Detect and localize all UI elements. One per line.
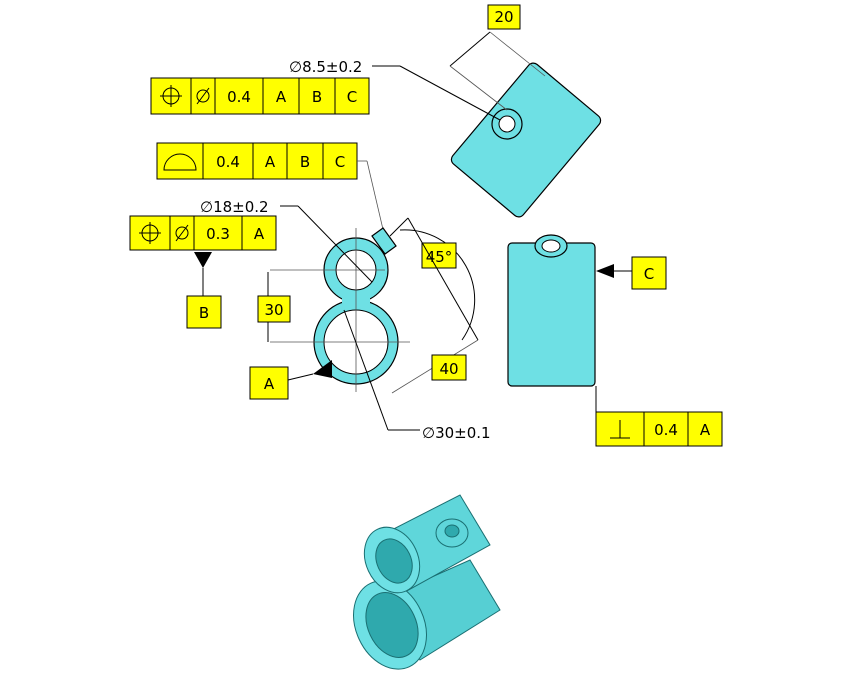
hole-leader: [399, 65, 501, 121]
datum-a-triangle: [313, 360, 332, 378]
dim-40-box: [431, 354, 467, 381]
svg-text:0.4: 0.4: [227, 88, 251, 106]
side-boss: [371, 227, 397, 255]
dim-30-box: [257, 295, 291, 323]
svg-text:A: A: [264, 375, 275, 393]
dim-20-text: 20: [494, 8, 513, 26]
svg-text:40: 40: [439, 360, 458, 378]
rotated-plate: [450, 62, 602, 218]
svg-text:C: C: [347, 88, 357, 106]
diameter-icon: [196, 89, 210, 103]
svg-text:∅18±0.2: ∅18±0.2: [200, 198, 269, 216]
svg-text:C: C: [644, 265, 654, 283]
svg-text:B: B: [199, 304, 209, 322]
side-view: C: [507, 234, 667, 412]
datum-a-box: [249, 366, 289, 400]
datum-c-box: [631, 256, 667, 290]
svg-text:A: A: [254, 225, 265, 243]
dim-hole-text: ∅8.5±0.2: [289, 58, 362, 76]
plate-hole: [498, 115, 516, 133]
datum-b-triangle: [194, 252, 212, 268]
figure-eight-view: 30 ∅18±0.2 45° 40 ∅30±0.1 A: [200, 198, 491, 442]
dim-45-box: [421, 242, 457, 269]
svg-text:45°: 45°: [426, 248, 453, 266]
svg-text:A: A: [276, 88, 287, 106]
fcf-profile: 0.4 A B C: [156, 142, 358, 180]
dim-large-leader: [343, 309, 389, 431]
svg-text:∅30±0.1: ∅30±0.1: [422, 424, 491, 442]
dim-small-leader: [297, 205, 373, 283]
svg-text:B: B: [300, 153, 310, 171]
svg-text:0.3: 0.3: [206, 225, 230, 243]
datum-b-box: [186, 295, 222, 329]
profile-icon: [163, 153, 197, 171]
angle-arc: [399, 229, 476, 341]
fcf-perpendicular: 0.4 A: [595, 411, 723, 447]
dim-20-box: [487, 4, 521, 30]
svg-text:B: B: [312, 88, 322, 106]
svg-text:A: A: [700, 421, 711, 439]
svg-text:0.4: 0.4: [654, 421, 678, 439]
fcf-position-small: 0.3 A: [129, 215, 277, 251]
rotated-plate-view: 20 ∅8.5±0.2: [289, 4, 602, 218]
datum-c-triangle: [596, 264, 614, 278]
svg-text:C: C: [335, 153, 345, 171]
side-body: [507, 242, 596, 387]
svg-text:A: A: [265, 153, 276, 171]
dim-20-line: [449, 31, 491, 67]
isometric-part-model: [353, 494, 501, 670]
svg-text:30: 30: [264, 301, 283, 319]
svg-text:0.4: 0.4: [216, 153, 240, 171]
profile-leader: [366, 160, 386, 239]
fcf-position-hole: 0.4 A B C: [150, 77, 370, 115]
